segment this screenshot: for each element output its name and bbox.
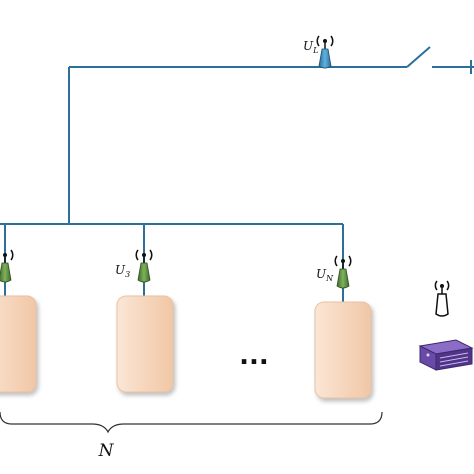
antenna-icon: [316, 35, 334, 69]
antenna-icon: [135, 249, 153, 283]
uplink-label: UL: [303, 39, 318, 55]
antenna-icon: [0, 249, 14, 283]
server-icon: [418, 339, 474, 371]
switch-icon: [406, 46, 472, 74]
count-label: N: [98, 441, 115, 461]
ellipsis: ...: [239, 341, 269, 371]
module-1: [0, 295, 37, 393]
antenna-icon: [434, 280, 450, 317]
bracket-brace: [0, 411, 383, 434]
antenna-icon: [334, 255, 352, 289]
unit-3-label: U3: [115, 263, 130, 279]
wires: [0, 66, 474, 302]
module-3: [116, 295, 174, 393]
module-N: [314, 301, 372, 399]
unit-N-label: UN: [316, 267, 334, 283]
